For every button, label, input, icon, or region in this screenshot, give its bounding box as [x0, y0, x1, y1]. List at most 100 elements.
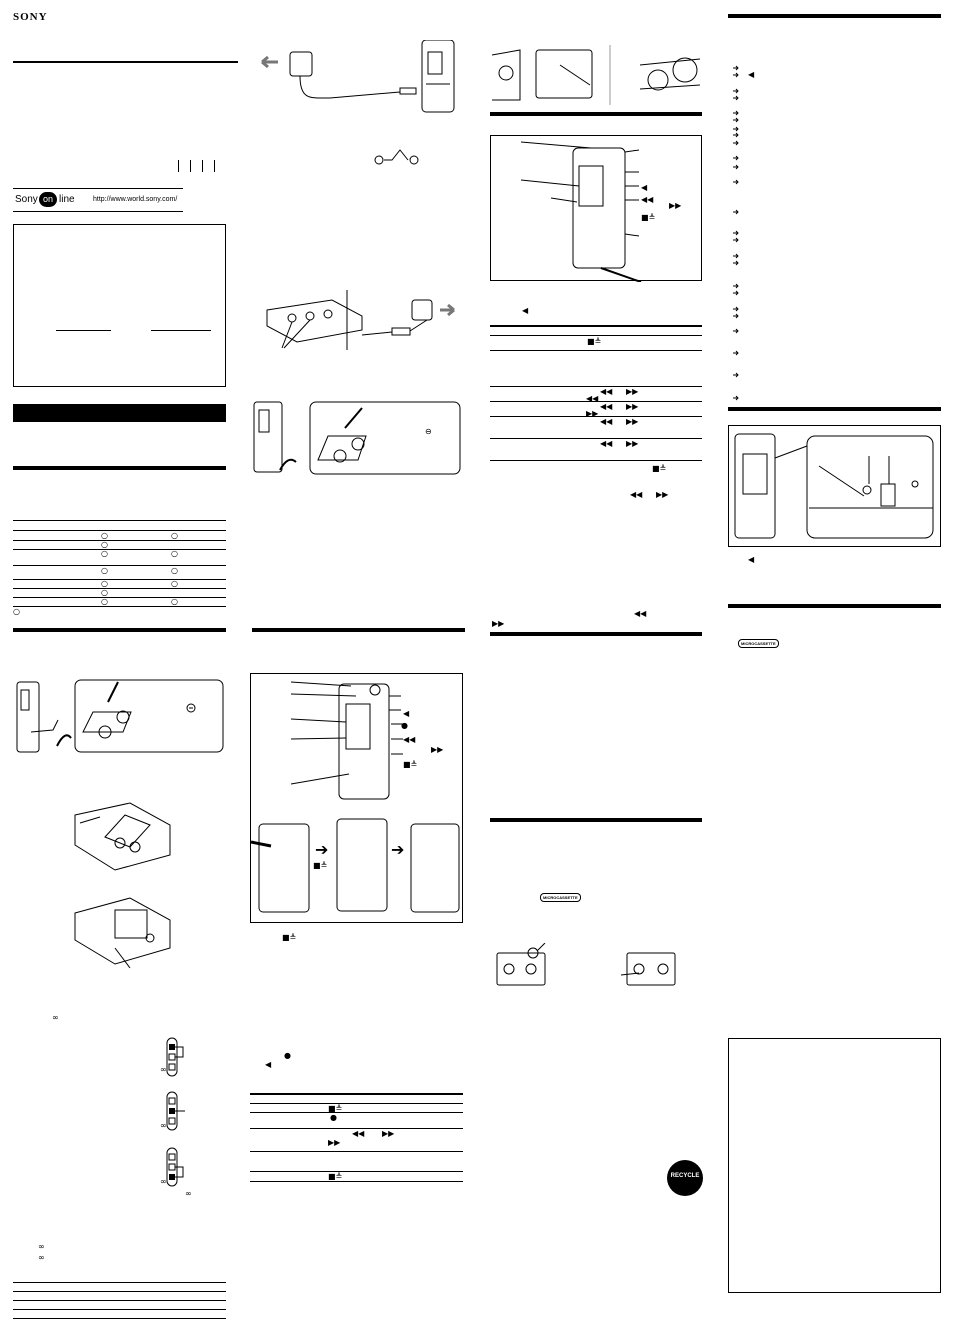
- ff-button-label: ▶▶: [586, 409, 599, 418]
- online-sony-text: Sony: [15, 194, 38, 205]
- rew-button-label: ◀◀: [600, 417, 613, 426]
- recycle-badge: RECYCLE: [667, 1160, 703, 1196]
- circle-mark: ○: [101, 549, 108, 558]
- play-button-label: ◀: [522, 306, 529, 315]
- recorder-open-diagram-2: [70, 888, 180, 970]
- circle-mark: ○: [101, 531, 108, 540]
- stop-eject-label: ■≜: [328, 1104, 343, 1113]
- stop-eject-label: ■≜: [403, 760, 418, 769]
- ff-button-label: ▶▶: [656, 490, 669, 499]
- cassette-tab-diagram: [493, 943, 703, 991]
- circle-mark: ○: [101, 588, 108, 597]
- rew-button-label: ◀◀: [586, 394, 599, 403]
- stop-eject-label: ■≜: [587, 337, 602, 346]
- rew-button-label: ◀◀: [600, 387, 613, 396]
- section-band-black: [13, 404, 226, 422]
- infinity-mark: ∞: [38, 1253, 45, 1262]
- play-button-label: ◀: [403, 709, 410, 718]
- circle-mark: ○: [101, 597, 108, 606]
- circle-mark: ○: [13, 607, 20, 616]
- infinity-mark: ∞: [52, 1013, 59, 1022]
- ff-button-label: ▶▶: [382, 1129, 395, 1138]
- rec-button-label: ●: [330, 1113, 337, 1122]
- infinity-mark: ∞: [160, 1177, 167, 1186]
- rew-button-label: ◀◀: [403, 735, 416, 744]
- playback-diagram-box: ◀ ◀◀ ▶▶ ■≜: [490, 135, 702, 282]
- stop-eject-label: ■≜: [641, 213, 656, 222]
- recorder-open-diagram-1: [70, 795, 180, 875]
- battery-diagram: [13, 672, 226, 764]
- circle-mark: ○: [101, 579, 108, 588]
- play-button-label: ◀: [265, 1060, 272, 1069]
- play-button-label: ◀: [641, 183, 648, 192]
- minus-mark: ⊖: [425, 427, 432, 436]
- rew-button-label: ◀◀: [641, 195, 654, 204]
- arrow-icon: ➔: [391, 840, 405, 859]
- stop-eject-label: ■≜: [652, 464, 667, 473]
- remote-connection-diagram: [262, 290, 462, 360]
- infinity-mark: ∞: [160, 1121, 167, 1130]
- ff-button-label: ▶▶: [626, 417, 639, 426]
- rew-button-label: ◀◀: [630, 490, 643, 499]
- signature-line-2: [151, 330, 211, 331]
- rew-button-label: ◀◀: [600, 439, 613, 448]
- arrow-icon: ➔: [315, 840, 329, 859]
- ff-button-label: ▶▶: [328, 1138, 341, 1147]
- infinity-mark: ∞: [160, 1065, 167, 1074]
- circle-mark: ○: [101, 540, 108, 549]
- battery-diagram-2: [250, 400, 463, 478]
- online-line-text: line: [59, 194, 75, 205]
- sony-logo: SONY: [13, 11, 48, 23]
- section-rule: [728, 14, 941, 18]
- rew-button-label: ◀◀: [634, 609, 647, 618]
- stop-eject-label: ■≜: [282, 933, 297, 942]
- sony-online-banner[interactable]: Sony on line http://www.world.sony.com/: [13, 188, 183, 212]
- playback-table: ■≜ ◀◀ ▶▶ ◀◀ ◀◀ ▶▶ ▶▶ ◀◀ ▶▶ ◀◀ ▶▶: [490, 325, 702, 463]
- ff-button-label: ▶▶: [626, 387, 639, 396]
- online-on-badge: on: [39, 192, 57, 207]
- operation-table-col2: ■≜ ● ◀◀ ▶▶ ▶▶ ■≜: [250, 1093, 463, 1183]
- ff-button-label: ▶▶: [431, 745, 444, 754]
- head-cleaning-diagram-box: [728, 425, 941, 547]
- stop-eject-label: ■≜: [313, 861, 328, 870]
- section-rule: [13, 466, 226, 470]
- circle-mark: ○: [171, 531, 178, 540]
- microcassette-logo: MICROCASSETTE: [540, 893, 581, 902]
- ff-button-label: ▶▶: [626, 439, 639, 448]
- signature-line-1: [56, 330, 111, 331]
- section-rule: [490, 112, 702, 116]
- spec-table-col1: [13, 1282, 226, 1322]
- troubleshoot-list: [733, 65, 753, 405]
- ff-button-label: ▶▶: [492, 619, 505, 628]
- play-button-label: ◀: [748, 70, 755, 79]
- ac-adaptor-diagram: [250, 40, 465, 180]
- section-rule: [490, 632, 702, 636]
- rew-button-label: ◀◀: [600, 402, 613, 411]
- rec-button-label: ●: [401, 721, 408, 730]
- infinity-mark: ∞: [185, 1189, 192, 1198]
- circle-mark: ○: [171, 549, 178, 558]
- circle-mark: ○: [171, 579, 178, 588]
- infinity-mark: ∞: [38, 1242, 45, 1251]
- rec-button-label: ●: [284, 1051, 291, 1060]
- feature-table: ○ ○ ○ ○ ○ ○ ○ ○ ○ ○ ○ ○ ○: [13, 520, 226, 620]
- cleaning-diagram: [490, 45, 702, 105]
- type-marks: [178, 160, 218, 172]
- ff-button-label: ▶▶: [626, 402, 639, 411]
- switch-diagrams: [155, 1030, 200, 1190]
- circle-mark: ○: [101, 566, 108, 575]
- online-url-link[interactable]: http://www.world.sony.com/: [93, 196, 178, 203]
- warning-box: [13, 224, 226, 387]
- recycle-badge-text: RECYCLE: [670, 1173, 700, 1179]
- section-rule: [13, 628, 226, 632]
- section-rule: [490, 818, 702, 822]
- section-rule: [728, 604, 941, 608]
- section-rule: [252, 628, 465, 632]
- ff-button-label: ▶▶: [669, 201, 682, 210]
- bottom-info-box: [728, 1038, 941, 1293]
- play-button-label: ◀: [748, 555, 755, 564]
- circle-mark: ○: [171, 597, 178, 606]
- circle-mark: ○: [171, 566, 178, 575]
- microcassette-logo: MICROCASSETTE: [738, 639, 779, 648]
- header-rule: [13, 61, 238, 63]
